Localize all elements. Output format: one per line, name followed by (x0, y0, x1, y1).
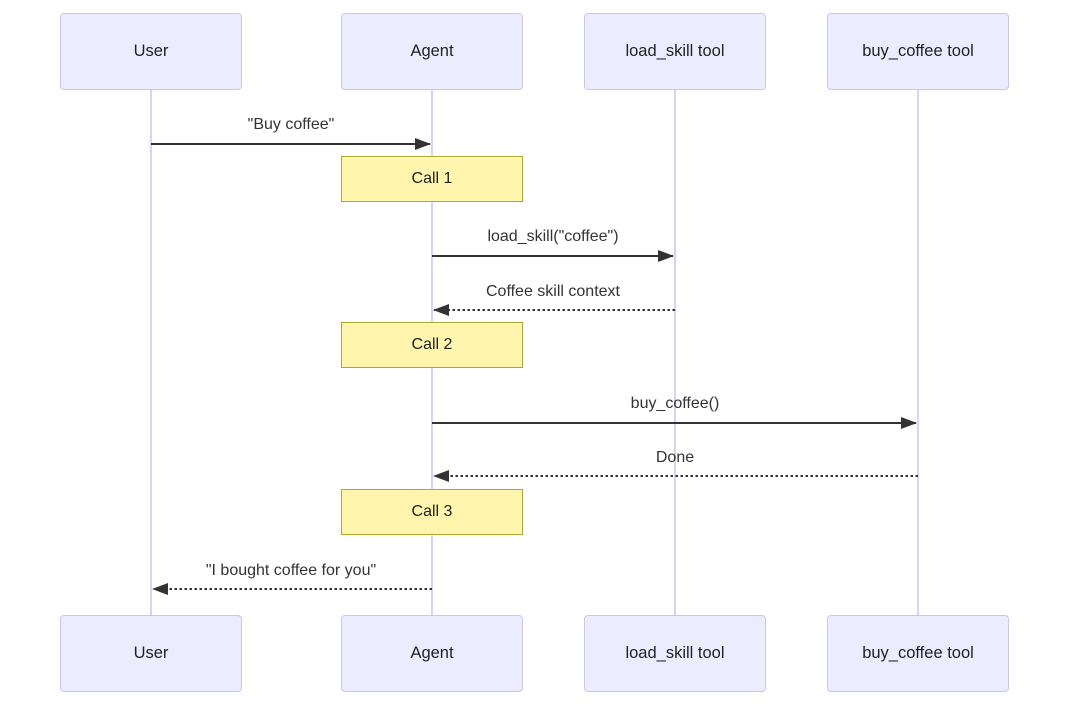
note-call-3: Call 3 (341, 489, 523, 535)
message-label-coffee-skill-context: Coffee skill context (486, 283, 620, 300)
participant-label: Agent (410, 42, 454, 60)
participant-label: Agent (410, 644, 454, 662)
message-label-load-skill-call: load_skill("coffee") (487, 228, 619, 245)
note-call-2: Call 2 (341, 322, 523, 368)
participant-agent-bottom: Agent (341, 615, 523, 692)
participant-label: load_skill tool (625, 42, 725, 60)
participant-buy-coffee-tool-top: buy_coffee tool (827, 13, 1009, 90)
participant-label: User (133, 42, 169, 60)
participant-user-bottom: User (60, 615, 242, 692)
note-call-1: Call 1 (341, 156, 523, 202)
message-label-buy-coffee-request: "Buy coffee" (247, 116, 335, 133)
message-label-done: Done (655, 449, 695, 466)
participant-agent-top: Agent (341, 13, 523, 90)
participant-label: buy_coffee tool (862, 42, 974, 60)
participant-load-skill-tool-top: load_skill tool (584, 13, 766, 90)
participant-label: load_skill tool (625, 644, 725, 662)
participant-label: buy_coffee tool (862, 644, 974, 662)
participant-user-top: User (60, 13, 242, 90)
participant-label: User (133, 644, 169, 662)
participant-load-skill-tool-bottom: load_skill tool (584, 615, 766, 692)
message-label-bought-coffee: "I bought coffee for you" (205, 562, 377, 579)
message-label-buy-coffee-call: buy_coffee() (630, 395, 720, 412)
participant-buy-coffee-tool-bottom: buy_coffee tool (827, 615, 1009, 692)
